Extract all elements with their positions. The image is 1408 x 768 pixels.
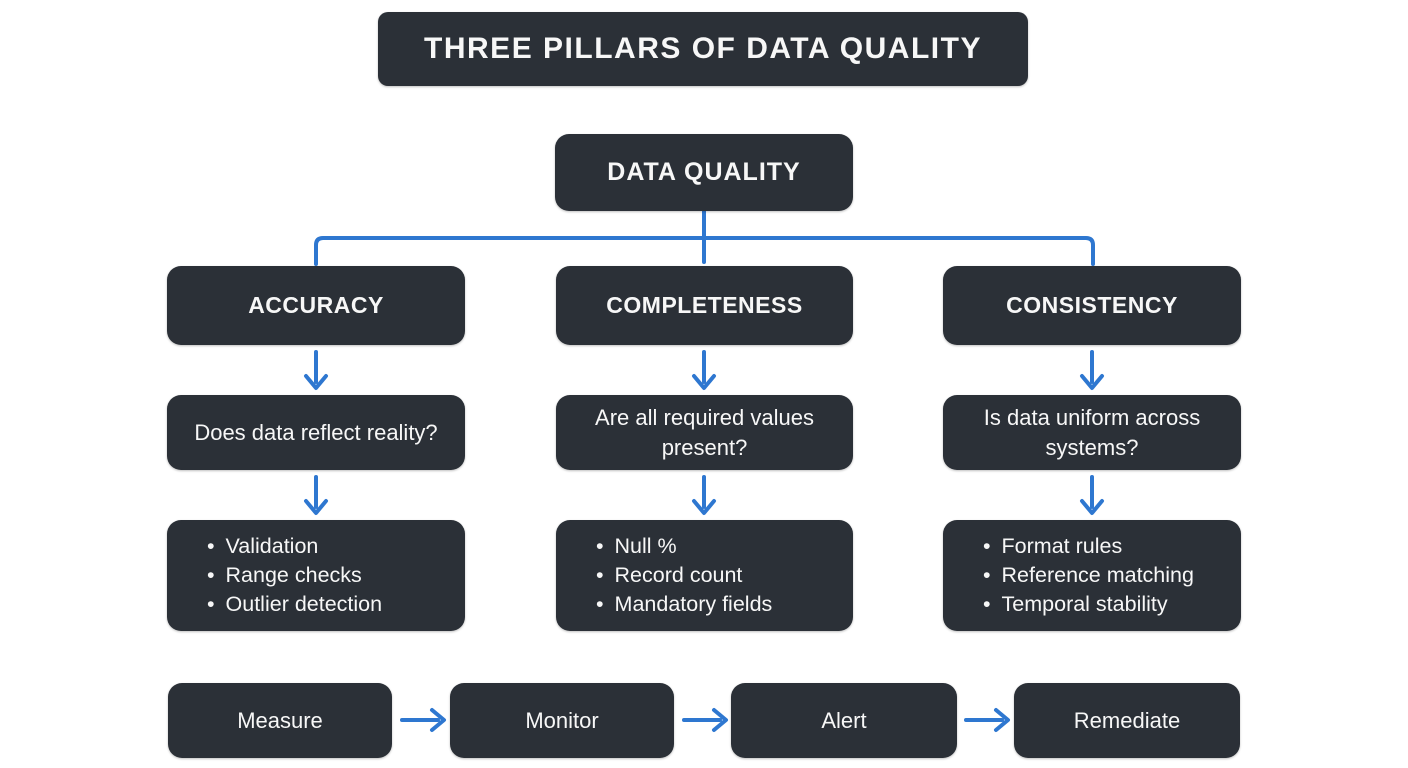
list-item: Temporal stability	[983, 590, 1194, 619]
flow-step-monitor: Monitor	[450, 683, 674, 758]
pillar-accuracy: ACCURACY	[167, 266, 465, 345]
list-item: Null %	[596, 532, 772, 561]
arrow-down-consistency-checks-icon	[1080, 475, 1104, 515]
list-item: Format rules	[983, 532, 1194, 561]
arrow-right-alert-remediate-icon	[964, 708, 1010, 732]
list-item: Range checks	[207, 561, 382, 590]
arrow-down-completeness-question-icon	[692, 350, 716, 390]
checks-accuracy-list: Validation Range checks Outlier detectio…	[207, 532, 383, 619]
list-item: Reference matching	[983, 561, 1194, 590]
arrow-down-accuracy-question-icon	[304, 350, 328, 390]
pillar-completeness: COMPLETENESS	[556, 266, 853, 345]
question-completeness: Are all required values present?	[556, 395, 853, 470]
checks-consistency: Format rules Reference matching Temporal…	[943, 520, 1241, 631]
root-node-data-quality: DATA QUALITY	[555, 134, 853, 211]
flow-step-alert: Alert	[731, 683, 957, 758]
checks-completeness: Null % Record count Mandatory fields	[556, 520, 853, 631]
list-item: Mandatory fields	[596, 590, 773, 619]
arrow-down-consistency-question-icon	[1080, 350, 1104, 390]
flow-step-measure: Measure	[168, 683, 392, 758]
list-item: Outlier detection	[207, 590, 383, 619]
question-consistency: Is data uniform across systems?	[943, 395, 1241, 470]
arrow-down-completeness-checks-icon	[692, 475, 716, 515]
arrow-right-measure-monitor-icon	[400, 708, 446, 732]
checks-accuracy: Validation Range checks Outlier detectio…	[167, 520, 465, 631]
diagram-title: THREE PILLARS OF DATA QUALITY	[378, 12, 1028, 86]
arrow-down-accuracy-checks-icon	[304, 475, 328, 515]
list-item: Validation	[207, 532, 382, 561]
flow-step-remediate: Remediate	[1014, 683, 1240, 758]
list-item: Record count	[596, 561, 772, 590]
arrow-right-monitor-alert-icon	[682, 708, 728, 732]
question-accuracy: Does data reflect reality?	[167, 395, 465, 470]
pillar-consistency: CONSISTENCY	[943, 266, 1241, 345]
checks-completeness-list: Null % Record count Mandatory fields	[596, 532, 773, 619]
tree-connector	[314, 209, 1095, 266]
checks-consistency-list: Format rules Reference matching Temporal…	[983, 532, 1194, 619]
